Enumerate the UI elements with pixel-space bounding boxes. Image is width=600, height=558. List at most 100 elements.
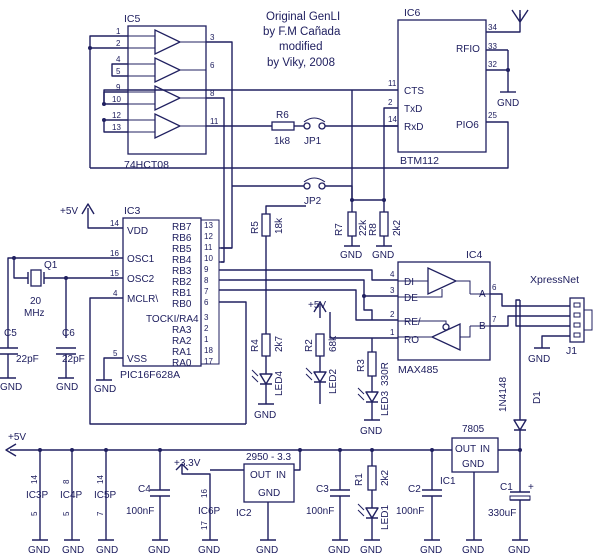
- reg2950-name: IC2: [236, 508, 252, 519]
- reg7805-ground: GND: [462, 545, 484, 556]
- ic5-label: IC5: [124, 13, 141, 25]
- title-line-4: by Viky, 2008: [267, 57, 335, 69]
- ic6-body: [397, 19, 487, 153]
- ic5-pin: 8: [210, 89, 215, 98]
- r4-label: R4: [250, 339, 261, 352]
- v33-label: +3.3V: [174, 458, 201, 469]
- wire-pio6: [90, 121, 509, 169]
- c2-label: C2: [408, 484, 421, 495]
- r5-value: 18k: [274, 217, 285, 234]
- resistor-r8: R8 2k2 GND: [368, 200, 403, 261]
- ic4p-bot: 5: [62, 511, 71, 516]
- ic3-pin: RB7: [172, 222, 192, 233]
- wire-mclr: [89, 297, 246, 425]
- c3-value: 100nF: [306, 506, 334, 517]
- wire-ic5-in2: [111, 63, 128, 77]
- ic5-pin: 10: [112, 95, 121, 104]
- wire-ic5-out3: [206, 41, 233, 249]
- ic5-pin: 12: [112, 111, 121, 120]
- led3-label: LED3: [380, 391, 391, 416]
- led-light-icon: [357, 387, 365, 401]
- c6-gnd: GND: [56, 382, 78, 393]
- j1-gnd: GND: [528, 354, 550, 365]
- reg2950-ground: GND: [256, 545, 278, 556]
- reg7805-part: 7805: [462, 424, 485, 435]
- r7-gnd: GND: [340, 250, 362, 261]
- ic3-num: 11: [204, 243, 213, 252]
- c3-label: C3: [316, 484, 329, 495]
- led3: LED3 GND: [357, 376, 391, 437]
- ic4-num: 3: [390, 286, 395, 295]
- ic3p-gnd: GND: [28, 545, 50, 556]
- ic4-part: MAX485: [398, 364, 438, 376]
- wire-ic5-in1: [89, 35, 128, 49]
- vdd-supply-label: +5V: [60, 206, 78, 217]
- rail-5v-label: +5V: [8, 432, 26, 443]
- c2-gnd: GND: [420, 545, 442, 556]
- xpressnet-connector-j1: J1: [566, 297, 593, 357]
- ic3-num: 2: [204, 324, 209, 333]
- ic6p-top: 16: [200, 489, 209, 498]
- resistor-r5: R5 18k: [250, 213, 285, 237]
- ic6-num: 11: [388, 79, 397, 88]
- ic3-pin: RB3: [172, 266, 192, 277]
- c3-gnd: GND: [328, 545, 350, 556]
- wire-osc1: [7, 257, 123, 338]
- r7-value: 22k: [358, 219, 369, 236]
- r5-label: R5: [250, 221, 261, 234]
- ic6-bluetooth-module: IC6 BTM112 CTS TxD RxD 11 2 14 RFIO PIO6…: [388, 7, 497, 167]
- r6-label: R6: [276, 110, 289, 121]
- ic4-num: 2: [390, 310, 395, 319]
- reg2950-in: IN: [276, 470, 286, 481]
- reg2950-out: OUT: [250, 470, 271, 481]
- c5-label: C5: [4, 328, 17, 339]
- gnd-symbol-icon: [0, 245, 550, 541]
- supply-arrow-icon: [313, 301, 327, 313]
- wire-ro: [329, 312, 398, 339]
- ic3-num: 15: [110, 269, 119, 278]
- c4-value: 100nF: [126, 506, 154, 517]
- led4-label: LED4: [274, 371, 285, 396]
- led-light-icon: [305, 367, 313, 381]
- ic4-num: 4: [390, 270, 395, 279]
- capacitor-c5: C5 22pF GND: [0, 328, 39, 393]
- ic6-label: IC6: [404, 7, 421, 19]
- and-gate-3: [154, 84, 182, 112]
- regulator-2950: 2950 - 3.3 OUT IN GND IC2: [236, 452, 295, 519]
- wire-txd-rxd: [383, 107, 398, 200]
- ic5-part: 74HCT08: [124, 159, 169, 171]
- ic4-power-pins: 8 IC4P 5 GND: [60, 448, 84, 556]
- ic3-num: 7: [204, 287, 209, 296]
- ic3-pin: TOCKI/RA4: [146, 314, 199, 325]
- ic5-pin: 3: [210, 33, 215, 42]
- ic3-pin: RB4: [172, 255, 192, 266]
- title-line-1: Original GenLI: [266, 11, 340, 23]
- ic6-pin-pio6: PIO6: [456, 120, 479, 131]
- ic6-num: 33: [488, 42, 497, 51]
- ic3-num: 8: [204, 276, 209, 285]
- ic3-pin: RB6: [172, 233, 192, 244]
- reg7805-gnd: GND: [462, 459, 484, 470]
- ic3-num: 5: [113, 349, 118, 358]
- ic3-pin: RB1: [172, 288, 192, 299]
- resistor-r3: R3 330R: [356, 351, 391, 386]
- wire-vdd: [87, 208, 123, 229]
- ic6-num: 2: [388, 98, 393, 107]
- ic4-label: IC4: [466, 249, 483, 261]
- ic5-power-pins: 14 IC5P 7 GND: [94, 448, 118, 556]
- ic5-pin: 6: [210, 61, 215, 70]
- ic4-pin-ro: RO: [404, 335, 419, 346]
- wire-rb1-re: [219, 289, 398, 321]
- jumper-jp1: JP1: [303, 117, 326, 147]
- ic4-pin-di: DI: [404, 277, 414, 288]
- r4-value: 2k7: [274, 335, 285, 352]
- ic5-pin: 5: [116, 67, 121, 76]
- antenna-icon: [511, 9, 529, 23]
- reg7805-out: OUT: [455, 444, 476, 455]
- ic5p-bot: 7: [96, 511, 105, 516]
- ic3-pin: RA1: [172, 347, 192, 358]
- ic4p-label: IC4P: [60, 490, 83, 501]
- r1-value: 2k2: [380, 469, 391, 486]
- ic6-pin-rfio: RFIO: [456, 44, 480, 55]
